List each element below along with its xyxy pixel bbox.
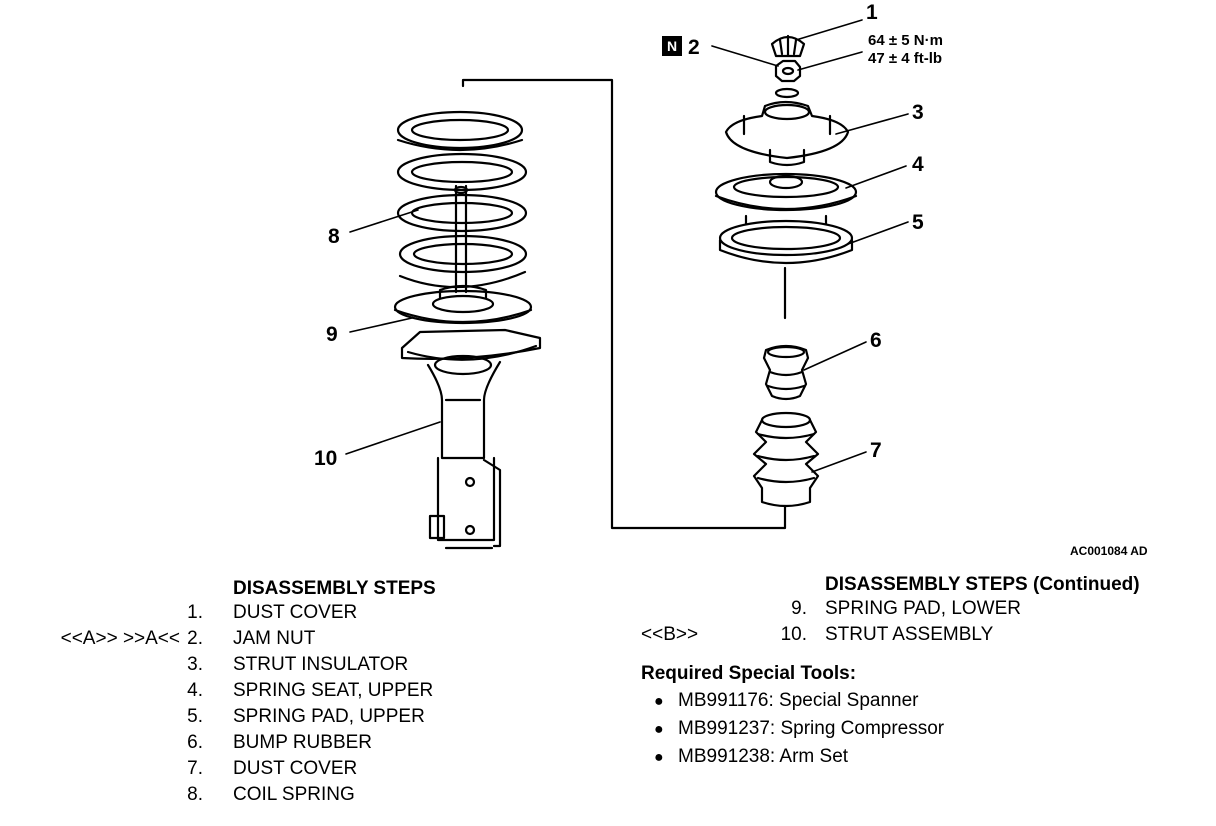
bump-rubber-illustration — [762, 344, 810, 401]
special-tool-item: MB991176: Special Spanner — [678, 690, 919, 711]
step-label: DUST COVER — [233, 758, 358, 779]
step-label: BUMP RUBBER — [233, 732, 373, 753]
step-label: STRUT ASSEMBLY — [825, 624, 994, 645]
step-number: 9. — [791, 598, 807, 619]
bullet-icon: ● — [654, 693, 664, 710]
callout-8: 8 — [328, 225, 340, 248]
strut-insulator-illustration — [724, 100, 850, 167]
leader-lines — [345, 19, 909, 473]
special-tools-title: Required Special Tools: — [641, 663, 857, 684]
strut-assembly-illustration — [400, 328, 542, 550]
step-number: 3. — [187, 654, 203, 675]
disassembly-title: DISASSEMBLY STEPS — [233, 578, 436, 599]
step-label: JAM NUT — [233, 628, 316, 649]
spring-pad-upper-illustration — [718, 214, 854, 265]
step-reference: <<B>> — [641, 624, 699, 645]
step-number: 8. — [187, 784, 203, 805]
torque-imperial: 47 ± 4 ft-lb — [868, 50, 943, 67]
callout-2: 2 — [688, 36, 700, 59]
callout-3: 3 — [912, 101, 924, 124]
bullet-icon: ● — [654, 749, 664, 766]
step-number: 6. — [187, 732, 203, 753]
spring-pad-lower-illustration — [393, 284, 533, 325]
step-label: SPRING SEAT, UPPER — [233, 680, 434, 701]
torque-metric: 64 ± 5 N·m — [868, 32, 943, 49]
callout-10: 10 — [314, 447, 338, 470]
step-label: SPRING PAD, LOWER — [825, 598, 1022, 619]
bullet-icon: ● — [654, 721, 664, 738]
n-marker-icon: N — [662, 36, 682, 56]
step-label: COIL SPRING — [233, 784, 355, 805]
step-number: 4. — [187, 680, 203, 701]
callout-6: 6 — [870, 329, 882, 352]
callout-4: 4 — [912, 153, 924, 176]
step-label: SPRING PAD, UPPER — [233, 706, 425, 727]
step-number: 5. — [187, 706, 203, 727]
coil-spring-illustration — [396, 110, 528, 289]
step-reference: <<A>> >>A<< — [60, 628, 180, 649]
callout-9: 9 — [326, 323, 338, 346]
assembly-bracket-line — [461, 78, 787, 530]
step-label: STRUT INSULATOR — [233, 654, 409, 675]
callout-1: 1 — [866, 1, 878, 24]
step-number: 10. — [780, 624, 807, 645]
special-tool-item: MB991237: Spring Compressor — [678, 718, 945, 739]
disassembly-continued-title: DISASSEMBLY STEPS (Continued) — [825, 574, 1140, 595]
step-number: 2. — [187, 628, 203, 649]
figure-id: AC001084 AD — [1070, 544, 1148, 558]
dust-cover-cap-illustration — [770, 34, 806, 58]
strut-rod-illustration — [453, 184, 469, 294]
special-tool-item: MB991238: Arm Set — [678, 746, 849, 767]
step-number: 1. — [187, 602, 203, 623]
dust-cover-boot-illustration — [752, 411, 820, 508]
callout-7: 7 — [870, 439, 882, 462]
step-number: 7. — [187, 758, 203, 779]
spring-seat-upper-illustration — [714, 172, 858, 212]
step-label: DUST COVER — [233, 602, 358, 623]
callout-5: 5 — [912, 211, 924, 234]
jam-nut-illustration — [774, 59, 802, 99]
strut-exploded-diagram — [345, 19, 909, 550]
